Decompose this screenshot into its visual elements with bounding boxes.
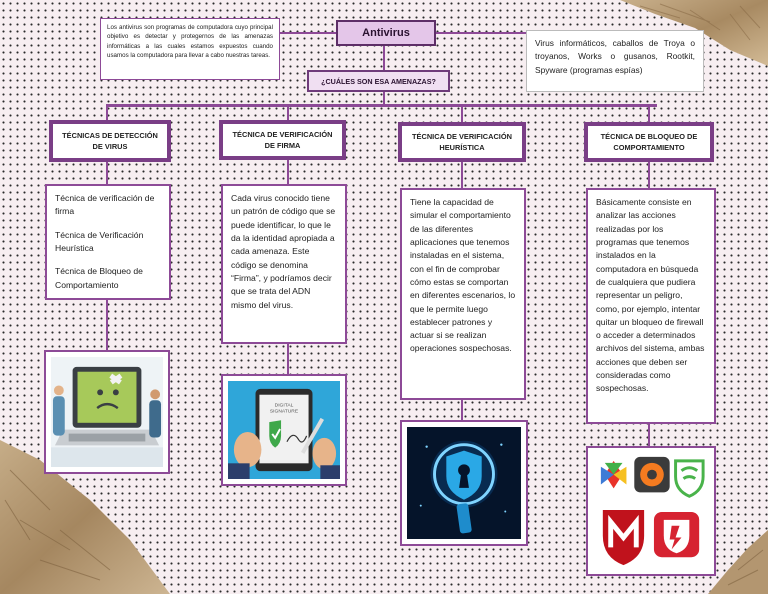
connector-body3-img3 — [461, 400, 463, 422]
page-title: Antivirus — [336, 20, 436, 46]
tablet-text-digital: DIGITAL — [275, 402, 294, 408]
detection-item-heuristica: Técnica de Verificación Heurística — [55, 229, 144, 253]
laptop-virus-illustration-icon — [51, 357, 163, 467]
connector-drop-1 — [106, 104, 108, 122]
keyhole-shield-image — [400, 420, 528, 546]
bloqueo-body: Básicamente consiste en analizar las acc… — [586, 188, 716, 424]
detection-item-bloqueo: Técnica de Bloqueo de Comportamiento — [55, 266, 143, 290]
connector-desc-title — [278, 32, 336, 34]
paper-decoration-bottom-right — [708, 530, 768, 594]
shield-green-logo-icon — [674, 459, 705, 498]
connector-body1-img1 — [106, 300, 108, 352]
firma-body: Cada virus conocido tiene un patrón de c… — [221, 184, 347, 344]
connector-title-threats — [436, 32, 526, 34]
digital-signature-tablet-icon: DIGITAL SIGNATURE — [228, 381, 340, 479]
header-firma: TÉCNICA DE VERIFICACIÓN DE FIRMA — [219, 120, 346, 160]
header-heuristica: TÉCNICA DE VERIFICACIÓN HEURÍSTICA — [398, 122, 526, 162]
connector-body2-img2 — [287, 344, 289, 374]
tablet-text-signature: SIGNATURE — [270, 408, 299, 414]
connector-drop-4 — [648, 104, 650, 124]
bitdefender-logo-icon — [653, 511, 700, 558]
antivirus-app-icons-icon — [593, 453, 709, 569]
connector-h3-body3 — [461, 162, 463, 188]
threats-answer: Virus informáticos, caballos de Troya o … — [526, 30, 704, 92]
heuristica-body: Tiene la capacidad de simular el comport… — [400, 188, 526, 400]
header-deteccion: TÉCNICAS DE DETECCIÓN DE VIRUS — [49, 120, 171, 162]
header-bloqueo: TÉCNICA DE BLOQUEO DE COMPORTAMIENTO — [584, 122, 714, 162]
connector-h4-body4 — [648, 162, 650, 188]
antivirus-description: Los antivirus son programas de computado… — [100, 18, 280, 80]
digital-signature-image: DIGITAL SIGNATURE — [221, 374, 347, 486]
connector-body4-img4 — [648, 424, 650, 448]
connector-main-horizontal — [107, 104, 657, 107]
avg-logo-icon — [596, 458, 631, 493]
connector-h1-body1 — [106, 162, 108, 184]
connector-h2-body2 — [287, 160, 289, 184]
keyhole-shield-magnifier-icon — [407, 427, 521, 539]
connector-question-main — [383, 92, 385, 106]
paper-decoration-bottom-left — [0, 440, 170, 594]
detection-item-firma: Técnica de verificación de firma — [55, 193, 155, 217]
connector-drop-3 — [461, 104, 463, 124]
detection-list: Técnica de verificación de firma Técnica… — [45, 184, 171, 300]
avast-logo-icon — [634, 456, 670, 493]
threats-question: ¿CUÁLES SON ESA AMENAZAS? — [307, 70, 450, 92]
antivirus-icons-image — [586, 446, 716, 576]
laptop-virus-image — [44, 350, 170, 474]
paper-decoration-top-right — [620, 0, 768, 66]
mcafee-logo-icon — [602, 510, 645, 566]
connector-drop-2 — [287, 104, 289, 122]
connector-title-question — [383, 46, 385, 70]
